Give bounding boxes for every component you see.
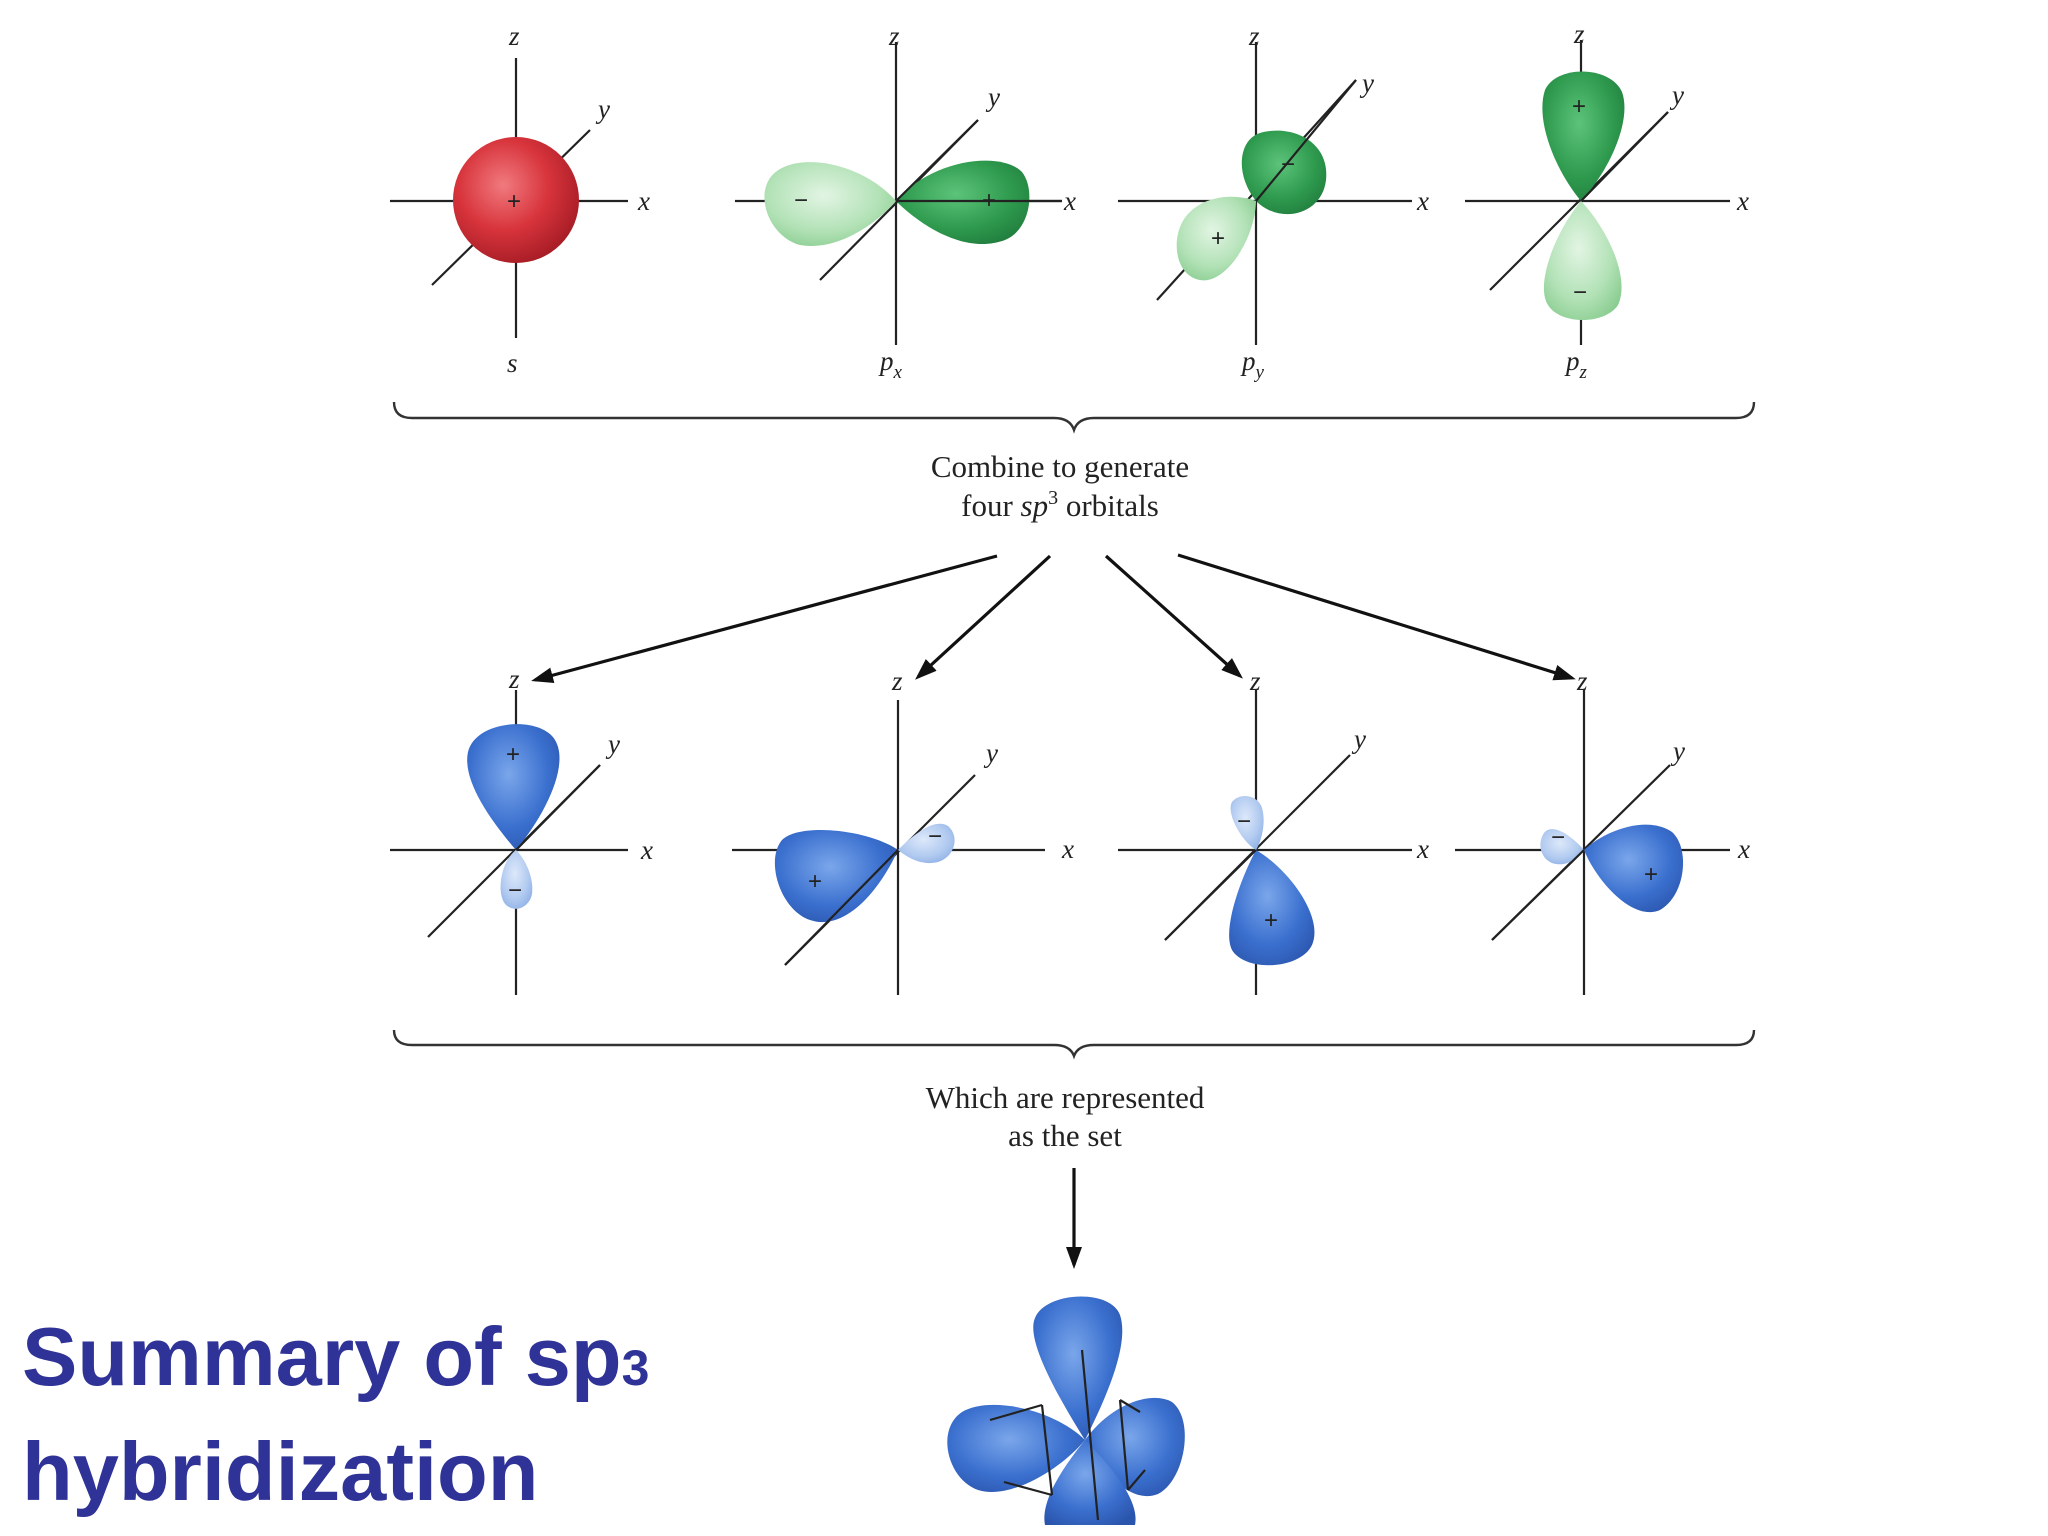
axis-label-y: y <box>983 738 998 768</box>
orbital-label-s: s <box>507 348 518 378</box>
axis-label-x: x <box>640 835 653 865</box>
axis-label-z: z <box>1248 21 1260 51</box>
orbital-label-px: px <box>878 346 903 383</box>
pz-orbital-panel: + − z y x pz <box>1465 19 1749 383</box>
sp3-minor-lobe <box>1230 796 1264 850</box>
py-positive-lobe <box>1176 196 1256 281</box>
axis-label-z: z <box>1573 19 1585 49</box>
caption-represented-line2: as the set <box>1008 1118 1122 1153</box>
orbital-label-pz: pz <box>1564 346 1588 383</box>
sign-minus: − <box>1281 151 1295 178</box>
title-line1: Summary of sp <box>22 1310 622 1403</box>
axis-label-y: y <box>1351 724 1366 754</box>
sign-minus: − <box>508 877 522 904</box>
axis-label-z: z <box>508 664 520 694</box>
caption-combine-line2: four sp3 orbitals <box>961 487 1159 523</box>
s-orbital-panel: + z y x s <box>390 21 650 378</box>
sp3-set-lobe-front <box>1044 1440 1136 1525</box>
sign-plus: + <box>1211 225 1225 252</box>
sp3-major-lobe <box>1229 850 1315 966</box>
caption-combine-line1: Combine to generate <box>931 449 1189 484</box>
axis-label-z: z <box>1249 666 1261 696</box>
px-positive-lobe <box>896 160 1030 245</box>
sign-plus: + <box>808 868 822 895</box>
sp3-major-lobe <box>467 724 560 850</box>
axis-label-x: x <box>1416 186 1429 216</box>
axis-label-x: x <box>637 186 650 216</box>
title-line1-suffix: 3 <box>621 1340 650 1396</box>
sign-plus: + <box>506 741 520 768</box>
sign-plus: + <box>1572 93 1586 120</box>
sp3-major-lobe <box>1584 824 1684 913</box>
axis-label-y: y <box>1359 68 1374 98</box>
arrow-to-hybrid-2 <box>915 554 1052 680</box>
sp3-set-tetrahedral <box>947 1296 1185 1525</box>
axis-label-x: x <box>1061 834 1074 864</box>
axis-label-x: x <box>1416 834 1429 864</box>
axis-label-y: y <box>1669 80 1684 110</box>
sign-plus: + <box>1644 861 1658 888</box>
sign-minus: − <box>794 187 808 214</box>
axis-label-y: y <box>1670 736 1685 766</box>
px-orbital-panel: − + z y x px <box>735 21 1076 383</box>
sp3-minor-lobe <box>1540 829 1584 865</box>
sign-plus: + <box>507 188 521 215</box>
axis-label-z: z <box>508 21 520 51</box>
sp3-major-lobe <box>774 829 898 923</box>
sp3-minor-lobe <box>898 823 955 864</box>
axis-label-z: z <box>891 666 903 696</box>
sp3-orbital-panel-3: − + z y x <box>1118 666 1429 995</box>
orbital-label-py: py <box>1240 346 1265 383</box>
arrow-to-hybrid-1 <box>531 554 998 684</box>
s-orbital-sphere <box>453 137 579 263</box>
sp3-set-lobe-left <box>947 1404 1085 1492</box>
sp3-orbital-panel-2: + − z y x <box>732 666 1074 995</box>
sign-plus: + <box>982 187 996 214</box>
sp3-orbital-panel-4: − + z y x <box>1455 666 1750 995</box>
pz-positive-lobe <box>1542 71 1625 201</box>
sign-minus: − <box>928 823 942 850</box>
axis-label-x: x <box>1063 186 1076 216</box>
axis-label-y: y <box>595 94 610 124</box>
sp3-minor-lobe <box>500 850 533 909</box>
axis-label-x: x <box>1737 834 1750 864</box>
sign-minus: − <box>1237 808 1251 835</box>
brace-combine <box>392 401 1756 434</box>
py-orbital-panel: + − z y x py <box>1118 21 1429 383</box>
arrow-to-hybrid-4 <box>1177 553 1576 681</box>
axis-label-y: y <box>605 729 620 759</box>
pz-negative-lobe <box>1543 201 1622 320</box>
slide-title: Summary of sp3 hybridization <box>22 1305 742 1523</box>
sign-plus: + <box>1264 907 1278 934</box>
sp3-set-lobe-top <box>1033 1296 1123 1440</box>
title-line2: hybridization <box>22 1425 539 1518</box>
axis-label-x: x <box>1736 186 1749 216</box>
sign-minus: − <box>1573 279 1587 306</box>
axis-label-y: y <box>985 82 1000 112</box>
px-negative-lobe <box>764 162 896 246</box>
arrow-to-hybrid-3 <box>1104 554 1243 679</box>
brace-represented <box>392 1029 1756 1060</box>
sp3-orbital-panel-1: + − z y x <box>390 664 653 995</box>
sign-minus: − <box>1551 824 1565 851</box>
axis-label-z: z <box>1576 666 1588 696</box>
caption-represented-line1: Which are represented <box>926 1080 1205 1115</box>
axis-label-z: z <box>888 21 900 51</box>
